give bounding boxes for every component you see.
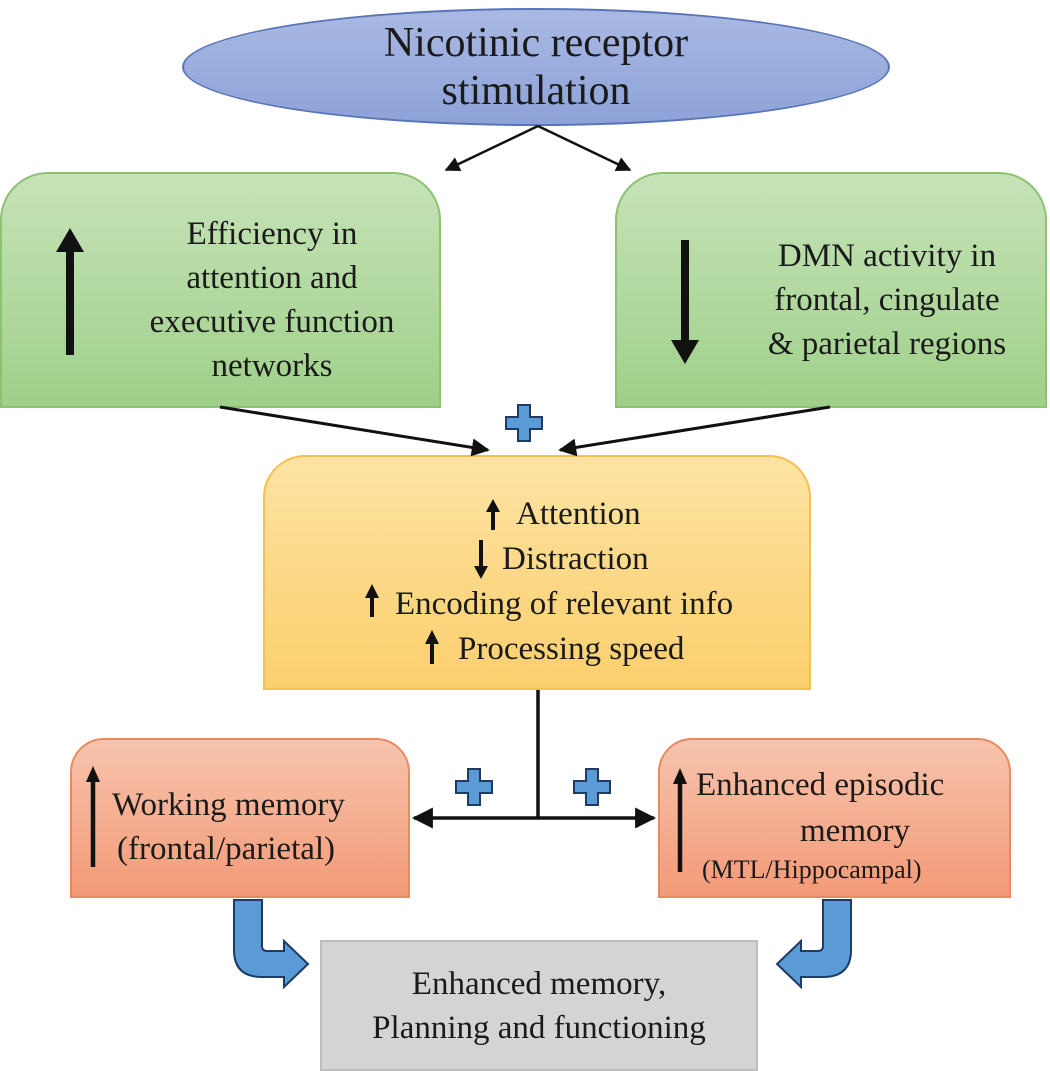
working-memory-line2: (frontal/parietal) [117,831,336,867]
up-arrow-icon [673,768,687,872]
attention-item: Attention [516,496,641,532]
working-memory-line1: Working memory [112,787,345,823]
up-arrow-icon [56,228,84,355]
processing-speed-item: Processing speed [458,631,685,667]
up-arrow-icon [425,630,439,664]
nicotinic-receptor-line1: Nicotinic receptor [383,20,689,66]
efficiency-line-1: Efficiency in [186,216,358,252]
edge-top-to-right [537,124,632,172]
dmn-line-2: frontal, cingulate [774,282,1000,318]
outcome-line2: Planning and functioning [372,1009,706,1046]
outcome-node: Enhanced memory, Planning and functionin… [320,940,758,1071]
efficiency-line-4: networks [211,348,333,384]
efficiency-line-2: attention and [186,260,358,296]
distraction-item: Distraction [502,541,649,577]
down-arrow-icon [671,240,699,364]
working-memory-node: Working memory (frontal/parietal) [70,738,410,898]
curved-arrow-icon [775,899,852,990]
edge-top-to-left [444,124,539,172]
episodic-memory-node: Enhanced episodic memory (MTL/Hippocampa… [658,738,1011,898]
up-arrow-icon [86,766,100,867]
outcome-line1: Enhanced memory, [411,965,667,1002]
episodic-memory-line1: Enhanced episodic [696,767,945,803]
efficiency-line-3: executive function [149,304,395,340]
dmn-activity-text: DMN activity in frontal, cingulate & par… [737,234,1037,366]
edge-right-to-middle [558,405,831,457]
edge-left-to-middle [219,405,490,457]
nicotinic-receptor-line2: stimulation [441,68,631,114]
nicotinic-receptor-node: Nicotinic receptor stimulation [182,8,890,126]
encoding-item: Encoding of relevant info [395,586,734,622]
down-arrow-icon [474,540,488,579]
dmn-line-1: DMN activity in [777,238,997,274]
curved-arrow-icon [233,899,310,990]
up-arrow-icon [486,499,500,530]
plus-icon [573,768,611,806]
cognitive-effects-node: Attention Distraction Encoding of releva… [263,455,811,690]
dmn-line-3: & parietal regions [767,326,1007,362]
episodic-memory-line3: (MTL/Hippocampal) [702,855,922,884]
up-arrow-icon [365,584,379,617]
efficiency-networks-text: Efficiency in attention and executive fu… [112,212,432,388]
episodic-memory-line2: memory [800,813,910,849]
efficiency-networks-node: Efficiency in attention and executive fu… [0,172,441,408]
plus-icon [505,404,543,442]
plus-icon [455,768,493,806]
